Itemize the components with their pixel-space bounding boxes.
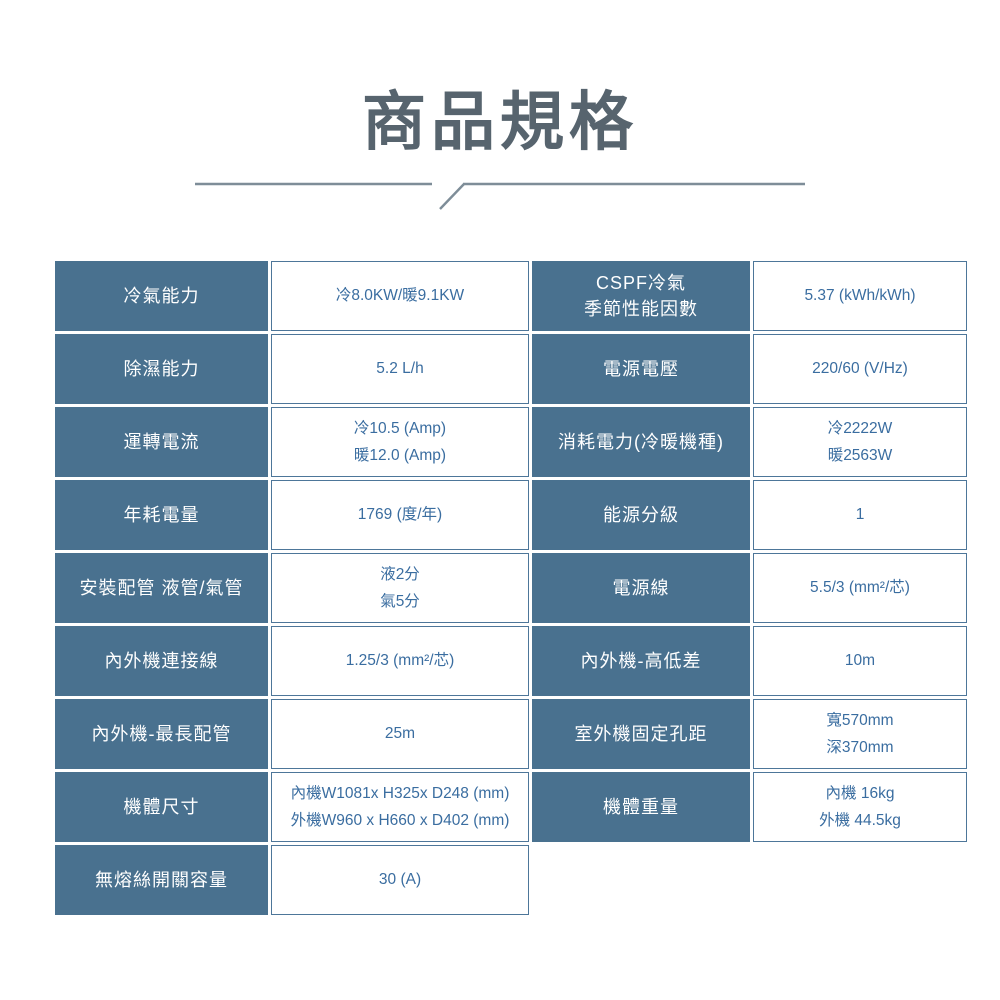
- cell-text-line: 5.2 L/h: [376, 360, 424, 378]
- spec-value-cell: 冷10.5 (Amp) 暖12.0 (Amp): [271, 407, 529, 477]
- cell-text-line: 電源電壓: [603, 358, 679, 379]
- table-row: 內外機-最長配管 25m 室外機固定孔距 寬570mm 深370mm: [55, 699, 967, 769]
- cell-text-line: 10m: [844, 652, 876, 670]
- cell-text-line: 5.5/3 (mm²/芯): [810, 579, 910, 597]
- cell-text-line: 冷氣能力: [123, 285, 200, 306]
- cell-text-line: 室外機固定孔距: [574, 723, 708, 744]
- spec-label-cell: 內外機-高低差: [532, 626, 750, 696]
- spec-label-cell: 電源線: [532, 553, 750, 623]
- cell-text-line: 深370mm: [826, 739, 894, 756]
- spec-label-cell: 電源電壓: [532, 334, 750, 404]
- table-row: 機體尺寸 內機W1081x H325x D248 (mm) 外機W960 x H66…: [55, 772, 967, 842]
- page-title: 商品規格: [362, 86, 638, 158]
- spec-value-cell: 液2分氣5分: [271, 553, 529, 623]
- cell-text-line: 機體尺寸: [123, 796, 200, 817]
- spec-value-cell: 5.2 L/h: [271, 334, 529, 404]
- cell-text-line: 外機W960 x H660 x D402 (mm): [290, 812, 510, 829]
- cell-text-line: 暖2563W: [827, 447, 893, 464]
- spec-value-cell: 寬570mm 深370mm: [753, 699, 967, 769]
- cell-text-line: 220/60 (V/Hz): [812, 360, 908, 378]
- spec-label-cell: 內外機連接線: [55, 626, 268, 696]
- cell-text-line: 氣5分: [380, 593, 420, 610]
- table-row: 年耗電量 1769 (度/年) 能源分級 1: [55, 480, 967, 550]
- spec-label-cell: 機體重量: [532, 772, 750, 842]
- spec-label-cell: 安裝配管 液管/氣管: [55, 553, 268, 623]
- spec-value-cell: 1: [753, 480, 967, 550]
- spec-value-cell: 10m: [753, 626, 967, 696]
- spec-value-cell: 內機W1081x H325x D248 (mm) 外機W960 x H660 x …: [271, 772, 529, 842]
- cell-text-line: 年耗電量: [123, 504, 200, 525]
- cell-text-line: 1769 (度/年): [357, 506, 443, 524]
- empty-cell: [753, 845, 967, 915]
- spec-table: 冷氣能力 冷8.0KW/暖9.1KW CSPF冷氣季節性能因數 5.37 (kWh/k…: [52, 258, 970, 918]
- cell-text-line: 冷10.5 (Amp): [353, 419, 447, 437]
- cell-text-line: CSPF冷氣: [595, 272, 686, 293]
- cell-text-line: 內外機-高低差: [580, 650, 702, 671]
- spec-label-cell: 室外機固定孔距: [532, 699, 750, 769]
- spec-label-cell: 機體尺寸: [55, 772, 268, 842]
- spec-label-cell: 消耗電力(冷暖機種): [532, 407, 750, 477]
- spec-label-cell: 除濕能力: [55, 334, 268, 404]
- cell-text-line: 除濕能力: [123, 358, 200, 379]
- spec-label-cell: 年耗電量: [55, 480, 268, 550]
- spec-value-cell: 30 (A): [271, 845, 529, 915]
- cell-text-line: 消耗電力(冷暖機種): [558, 431, 724, 452]
- cell-text-line: 運轉電流: [123, 431, 200, 452]
- cell-text-line: 內外機連接線: [104, 650, 219, 671]
- cell-text-line: 暖12.0 (Amp): [353, 447, 447, 464]
- cell-text-line: 1.25/3 (mm²/芯): [345, 652, 455, 670]
- title-divider: [0, 182, 1000, 212]
- cell-text-line: 能源分級: [603, 504, 679, 525]
- cell-text-line: 寬570mm: [826, 711, 894, 729]
- spec-label-cell: 運轉電流: [55, 407, 268, 477]
- empty-cell: [532, 845, 750, 915]
- spec-value-cell: 內機 16kg 外機 44.5kg: [753, 772, 967, 842]
- cell-text-line: 冷2222W: [827, 419, 893, 437]
- table-row: 無熔絲開關容量 30 (A): [55, 845, 967, 915]
- cell-text-line: 內外機-最長配管: [91, 723, 232, 744]
- cell-text-line: 30 (A): [378, 871, 422, 889]
- spec-value-cell: 220/60 (V/Hz): [753, 334, 967, 404]
- cell-text-line: 安裝配管 液管/氣管: [79, 577, 244, 598]
- table-row: 除濕能力 5.2 L/h 電源電壓 220/60 (V/Hz): [55, 334, 967, 404]
- spec-value-cell: 25m: [271, 699, 529, 769]
- table-row: 冷氣能力 冷8.0KW/暖9.1KW CSPF冷氣季節性能因數 5.37 (kWh/k…: [55, 261, 967, 331]
- spec-label-cell: 能源分級: [532, 480, 750, 550]
- table-row: 運轉電流 冷10.5 (Amp) 暖12.0 (Amp) 消耗電力(冷暖機種) 冷222…: [55, 407, 967, 477]
- cell-text-line: 外機 44.5kg: [819, 812, 901, 829]
- cell-text-line: 電源線: [612, 577, 670, 598]
- cell-text-line: 冷8.0KW/暖9.1KW: [335, 287, 465, 305]
- spec-value-cell: 1769 (度/年): [271, 480, 529, 550]
- spec-label-cell: 內外機-最長配管: [55, 699, 268, 769]
- spec-value-cell: 5.5/3 (mm²/芯): [753, 553, 967, 623]
- cell-text-line: 5.37 (kWh/kWh): [804, 287, 916, 305]
- table-row: 內外機連接線 1.25/3 (mm²/芯) 內外機-高低差 10m: [55, 626, 967, 696]
- spec-label-cell: CSPF冷氣季節性能因數: [532, 261, 750, 331]
- cell-text-line: 內機W1081x H325x D248 (mm): [290, 784, 510, 802]
- spec-value-cell: 冷8.0KW/暖9.1KW: [271, 261, 529, 331]
- spec-table-body: 冷氣能力 冷8.0KW/暖9.1KW CSPF冷氣季節性能因數 5.37 (kWh/k…: [55, 261, 967, 915]
- spec-value-cell: 1.25/3 (mm²/芯): [271, 626, 529, 696]
- cell-text-line: 無熔絲開關容量: [95, 869, 228, 890]
- spec-value-cell: 5.37 (kWh/kWh): [753, 261, 967, 331]
- spec-value-cell: 冷2222W 暖2563W: [753, 407, 967, 477]
- cell-text-line: 液2分: [380, 565, 420, 583]
- cell-text-line: 季節性能因數: [584, 299, 698, 319]
- spec-label-cell: 無熔絲開關容量: [55, 845, 268, 915]
- cell-text-line: 25m: [384, 725, 416, 743]
- cell-text-line: 1: [855, 506, 865, 524]
- cell-text-line: 機體重量: [603, 796, 679, 817]
- spec-label-cell: 冷氣能力: [55, 261, 268, 331]
- title-divider-lines: [195, 182, 805, 210]
- table-row: 安裝配管 液管/氣管 液2分氣5分 電源線 5.5/3 (mm²/芯): [55, 553, 967, 623]
- cell-text-line: 內機 16kg: [825, 784, 895, 802]
